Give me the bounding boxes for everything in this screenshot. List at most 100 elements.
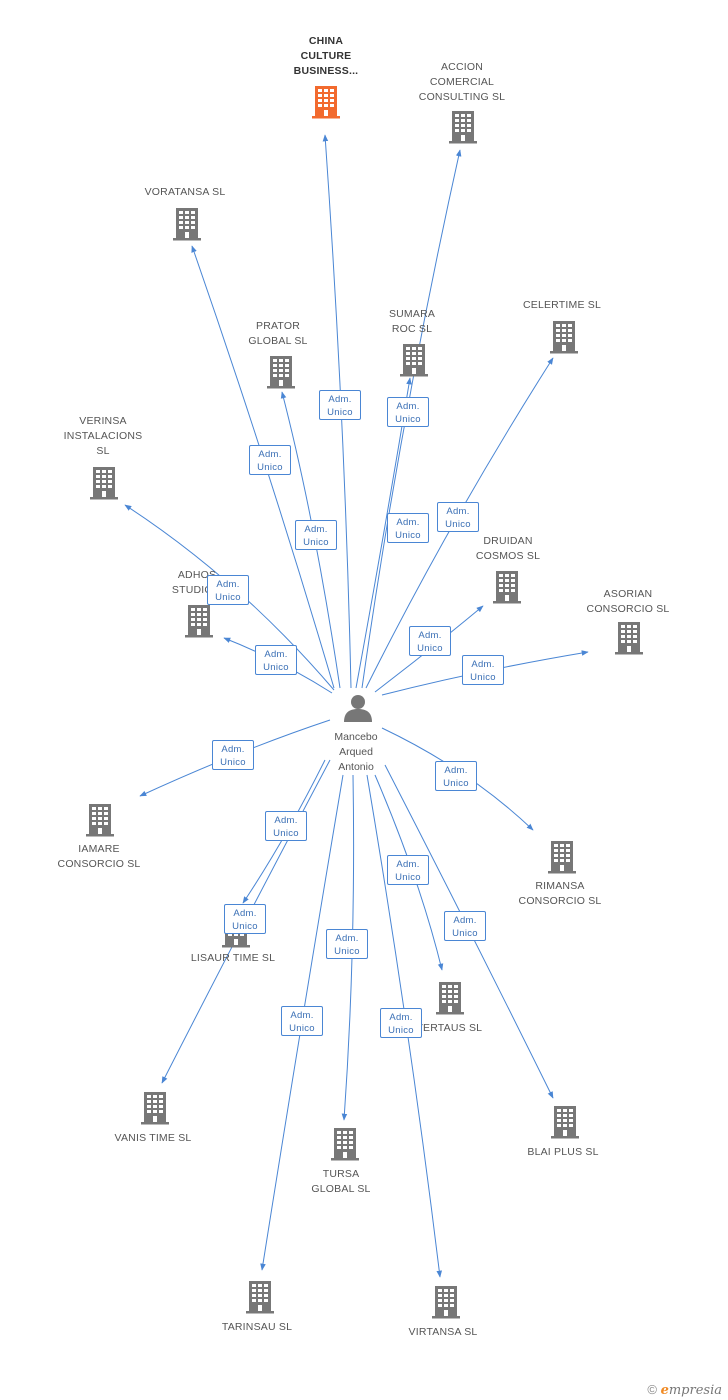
relation-line-1: Adm. <box>396 401 420 412</box>
person-name-line: Arqued <box>339 746 373 758</box>
company-label-tursa[interactable]: TURSA GLOBAL SL <box>311 1168 371 1195</box>
building-icon[interactable] <box>551 1106 579 1139</box>
building-icon[interactable] <box>246 1281 274 1314</box>
company-label-tarinsau[interactable]: TARINSAU SL <box>221 1321 293 1333</box>
building-icon[interactable] <box>449 111 477 144</box>
relation-line-2: Unico <box>327 407 353 418</box>
relation-line-1: Adm. <box>304 524 328 535</box>
relation-line-1: Adm. <box>233 908 257 919</box>
relation-line-1: Adm. <box>446 506 470 517</box>
company-label-sumara[interactable]: SUMARA ROC SL <box>388 308 436 335</box>
brand-logo[interactable]: empresia <box>660 1383 722 1398</box>
relation-line-2: Unico <box>417 643 443 654</box>
relation-badge-tursa[interactable]: Adm. Unico <box>326 929 368 959</box>
person-name[interactable]: Mancebo Arqued Antonio <box>306 730 406 775</box>
relation-line-1: Adm. <box>444 765 468 776</box>
relation-badge-rimansa[interactable]: Adm. Unico <box>435 761 477 791</box>
relation-badge-accion[interactable]: Adm. Unico <box>387 513 429 543</box>
relation-line-2: Unico <box>443 778 469 789</box>
company-label-prator[interactable]: PRATOR GLOBAL SL <box>248 320 308 347</box>
relation-line-2: Unico <box>388 1025 414 1036</box>
relation-badge-virtansa[interactable]: Adm. Unico <box>380 1008 422 1038</box>
company-label-accion[interactable]: ACCION COMERCIAL CONSULTING SL <box>418 61 506 103</box>
relation-line-1: Adm. <box>389 1012 413 1023</box>
building-icon[interactable] <box>141 1092 169 1125</box>
relation-line-2: Unico <box>445 519 471 530</box>
relation-line-2: Unico <box>395 414 421 425</box>
relation-badge-celertime[interactable]: Adm. Unico <box>437 502 479 532</box>
company-label-vanis[interactable]: VANIS TIME SL <box>114 1132 192 1144</box>
relation-line-2: Unico <box>289 1023 315 1034</box>
company-label-voratansa[interactable]: VORATANSA SL <box>144 186 226 198</box>
relation-line-2: Unico <box>263 662 289 673</box>
relation-line-1: Adm. <box>290 1010 314 1021</box>
building-icon[interactable] <box>550 321 578 354</box>
copyright-notice: © empresia <box>647 1382 722 1398</box>
person-icon <box>344 695 372 722</box>
relation-line-2: Unico <box>273 828 299 839</box>
relation-line-1: Adm. <box>328 394 352 405</box>
relation-line-1: Adm. <box>335 933 359 944</box>
building-icon[interactable] <box>548 841 576 874</box>
building-icon[interactable] <box>86 804 114 837</box>
company-label-verinsa[interactable]: VERINSA INSTALACIONS SL <box>63 415 143 457</box>
person-name-line: Antonio <box>338 761 374 773</box>
relation-line-2: Unico <box>395 530 421 541</box>
company-label-iamare[interactable]: IAMARE CONSORCIO SL <box>57 843 141 870</box>
relation-line-2: Unico <box>334 946 360 957</box>
building-icon[interactable] <box>432 1286 460 1319</box>
building-icon[interactable] <box>267 356 295 389</box>
relation-line-1: Adm. <box>216 579 240 590</box>
relation-line-2: Unico <box>257 462 283 473</box>
relation-badge-vertaus[interactable]: Adm. Unico <box>387 855 429 885</box>
relation-badge-china[interactable]: Adm. Unico <box>319 390 361 420</box>
relation-badge-verinsa[interactable]: Adm. Unico <box>207 575 249 605</box>
relation-line-1: Adm. <box>471 659 495 670</box>
relation-line-2: Unico <box>470 672 496 683</box>
relation-line-2: Unico <box>303 537 329 548</box>
relation-line-1: Adm. <box>396 517 420 528</box>
relation-badge-lisaur[interactable]: Adm. Unico <box>265 811 307 841</box>
relation-line-1: Adm. <box>274 815 298 826</box>
relation-badge-iamare[interactable]: Adm. Unico <box>212 740 254 770</box>
relation-badge-voratansa[interactable]: Adm. Unico <box>249 445 291 475</box>
relation-line-2: Unico <box>220 757 246 768</box>
relation-badge-tarinsau[interactable]: Adm. Unico <box>281 1006 323 1036</box>
building-icon[interactable] <box>436 982 464 1015</box>
company-label-china[interactable]: CHINA CULTURE BUSINESS... <box>293 35 359 77</box>
company-label-vertaus[interactable]: VERTAUS SL <box>415 1022 483 1034</box>
relation-line-1: Adm. <box>453 915 477 926</box>
relation-badge-prator[interactable]: Adm. Unico <box>295 520 337 550</box>
company-label-rimansa[interactable]: RIMANSA CONSORCIO SL <box>518 880 602 907</box>
relation-badge-adhos[interactable]: Adm. Unico <box>255 645 297 675</box>
company-label-asorian[interactable]: ASORIAN CONSORCIO SL <box>586 588 670 615</box>
relation-line-2: Unico <box>452 928 478 939</box>
relation-line-1: Adm. <box>396 859 420 870</box>
person-name-line: Mancebo <box>334 731 378 743</box>
relation-badge-druidan[interactable]: Adm. Unico <box>409 626 451 656</box>
relation-line-2: Unico <box>232 921 258 932</box>
company-label-celertime[interactable]: CELERTIME SL <box>522 299 602 311</box>
building-icon[interactable] <box>90 467 118 500</box>
relation-line-1: Adm. <box>418 630 442 641</box>
company-label-druidan[interactable]: DRUIDAN COSMOS SL <box>475 535 541 562</box>
building-icon[interactable] <box>400 344 428 377</box>
building-icon[interactable] <box>493 571 521 604</box>
building-icon[interactable] <box>312 86 340 119</box>
relation-line-2: Unico <box>395 872 421 883</box>
company-label-lisaur[interactable]: LISAUR TIME SL <box>190 952 276 964</box>
building-icon[interactable] <box>615 622 643 655</box>
relation-line-1: Adm. <box>221 744 245 755</box>
relation-line-1: Adm. <box>258 449 282 460</box>
relation-line-2: Unico <box>215 592 241 603</box>
company-label-blai[interactable]: BLAI PLUS SL <box>527 1146 599 1158</box>
building-icon[interactable] <box>331 1128 359 1161</box>
relation-line-1: Adm. <box>264 649 288 660</box>
building-icon[interactable] <box>173 208 201 241</box>
building-icon[interactable] <box>185 605 213 638</box>
company-label-virtansa[interactable]: VIRTANSA SL <box>408 1326 478 1338</box>
relation-badge-blai[interactable]: Adm. Unico <box>444 911 486 941</box>
relation-badge-vanis[interactable]: Adm. Unico <box>224 904 266 934</box>
relation-badge-sumara[interactable]: Adm. Unico <box>387 397 429 427</box>
relation-badge-asorian[interactable]: Adm. Unico <box>462 655 504 685</box>
